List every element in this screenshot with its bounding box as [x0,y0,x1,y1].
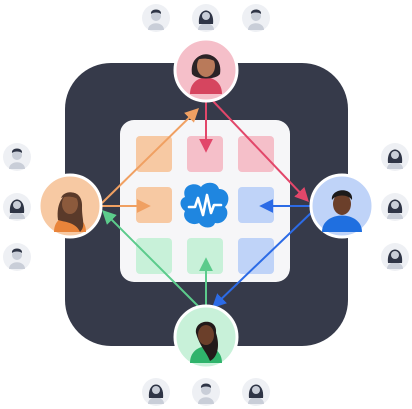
woman-avatar-icon [54,192,86,232]
small-avatars-top [142,4,270,32]
avatar-bottom [173,304,239,370]
man-avatar-icon [9,248,25,269]
woman-avatar-icon [387,199,403,219]
small-avatars-left [3,143,31,271]
small-avatar [192,378,220,406]
tile-green [136,238,172,274]
small-avatar [142,378,170,406]
woman-avatar-icon [248,384,264,404]
small-avatar [3,193,31,221]
small-avatar [242,378,270,406]
man-avatar-icon [322,190,362,232]
tile-blue [238,187,274,223]
man-avatar-icon [9,148,25,169]
small-avatar [381,193,409,221]
small-avatars-right [381,143,409,271]
small-avatar [381,143,409,171]
small-avatar [192,4,220,32]
woman-avatar-icon [190,321,222,363]
small-avatar [381,243,409,271]
arrow-green [102,210,201,309]
man-avatar-icon [248,9,264,30]
woman-avatar-icon [148,384,164,404]
tile-pink [238,136,274,172]
arrow-orange [101,108,200,204]
avatar-right [309,173,375,239]
woman-avatar-icon [387,249,403,269]
woman-avatar-icon [198,10,214,30]
woman-avatar-icon [190,54,222,94]
man-avatar-icon [198,383,214,404]
tile-orange [136,136,172,172]
small-avatar [3,143,31,171]
brain-wave-icon [180,182,229,228]
tile-orange [136,187,172,223]
avatar-top [173,37,239,103]
man-avatar-icon [148,9,164,30]
small-avatar [242,4,270,32]
arrow-pink [211,99,309,203]
tile-blue [238,238,274,274]
tile-green [187,238,223,274]
small-avatar [142,4,170,32]
tile-grid [136,136,274,274]
tile-pink [187,136,223,172]
woman-avatar-icon [9,199,25,219]
avatar-left [37,173,103,239]
arrow-blue [211,211,313,308]
small-avatar [3,243,31,271]
woman-avatar-icon [387,149,403,169]
small-avatars-bottom [142,378,270,406]
arrows [101,99,313,309]
